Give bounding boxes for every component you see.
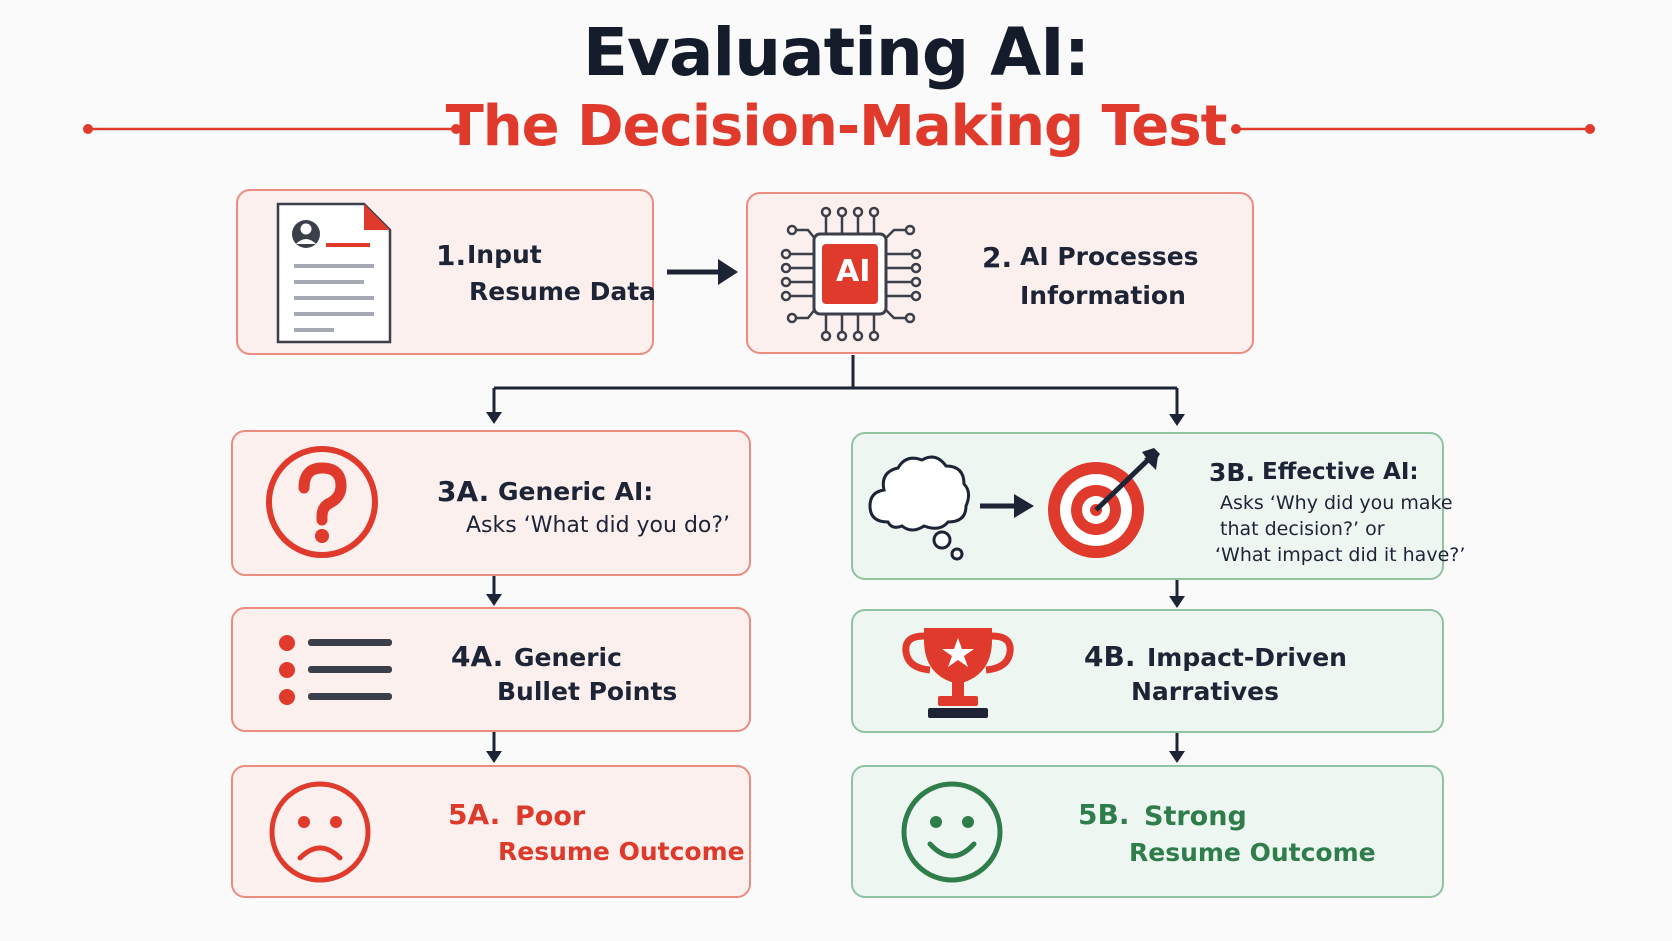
- step-3a-number: 3A.: [437, 475, 490, 508]
- step-3b-question-line-1: Asks ‘Why did you make: [1220, 492, 1453, 514]
- step-4b-subtitle: Narratives: [1131, 677, 1279, 706]
- step-1-subtitle: Resume Data: [469, 277, 657, 306]
- step-5b-strong-outcome-box: [851, 765, 1444, 898]
- step-3b-question-line-2: that decision?’ or: [1220, 518, 1385, 540]
- page-subtitle: The Decision-Making Test: [445, 94, 1228, 159]
- step-5b-title: Strong: [1144, 801, 1247, 832]
- step-3b-title: Effective AI:: [1262, 459, 1419, 485]
- step-1-title: Input: [467, 240, 542, 269]
- step-4a-title: Generic: [514, 643, 622, 672]
- step-2-title: AI Processes: [1020, 242, 1199, 271]
- page-title: Evaluating AI:: [582, 14, 1090, 91]
- target-icon: [1048, 448, 1160, 558]
- step-1-number: 1.: [436, 239, 467, 272]
- happy-face-icon: [901, 781, 1003, 883]
- step-3a-title: Generic AI:: [498, 477, 654, 506]
- step-5a-poor-outcome-box: [231, 765, 751, 898]
- step-4b-number: 4B.: [1084, 640, 1136, 673]
- step-5b-subtitle: Resume Outcome: [1129, 838, 1376, 867]
- step-4a-subtitle: Bullet Points: [497, 677, 678, 706]
- step-5a-subtitle: Resume Outcome: [498, 837, 745, 866]
- question-mark-icon: [266, 446, 378, 558]
- ai-chip-label: AI: [836, 254, 871, 289]
- title-divider-lines: [83, 124, 1595, 134]
- step-3b-number: 3B.: [1209, 458, 1255, 487]
- step-4a-number: 4A.: [451, 640, 504, 673]
- step-3a-generic-ai-box: [231, 430, 751, 576]
- step-2-subtitle: Information: [1020, 281, 1186, 310]
- thought-bubble-icon: [868, 455, 971, 561]
- arrow-right-icon: [980, 494, 1034, 518]
- ai-chip-icon: [780, 206, 922, 342]
- step-5a-number: 5A.: [448, 798, 501, 831]
- resume-document-icon: [276, 202, 392, 344]
- step-3a-description: Asks ‘What did you do?’: [466, 513, 731, 538]
- bullet-list-icon: [279, 635, 392, 705]
- sad-face-icon: [269, 781, 371, 883]
- step-3b-question-line-3: ‘What impact did it have?’: [1215, 544, 1466, 566]
- step-5a-title: Poor: [515, 801, 586, 832]
- step-4b-title: Impact-Driven: [1147, 643, 1347, 672]
- trophy-icon: [902, 628, 1014, 718]
- step-5b-number: 5B.: [1078, 798, 1130, 831]
- step-2-number: 2.: [982, 241, 1013, 274]
